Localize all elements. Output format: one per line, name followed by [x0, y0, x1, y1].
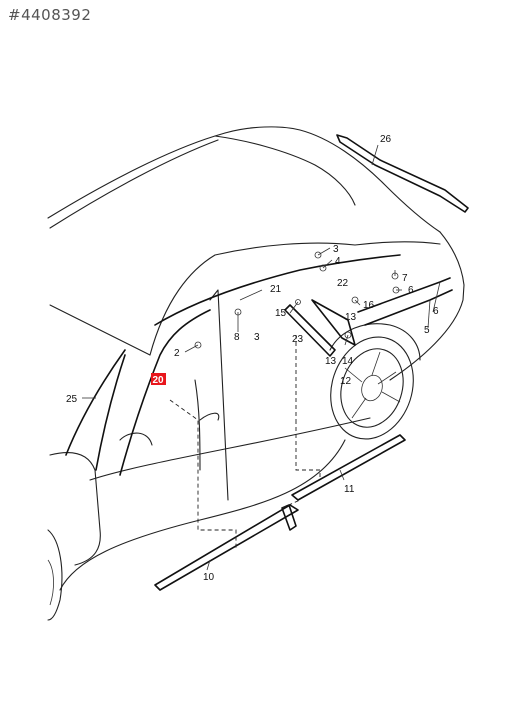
callout-14: 14: [342, 356, 354, 367]
part-23-pillar-seal: [284, 304, 336, 357]
part-16-clip: [351, 296, 359, 304]
callout-22: 22: [337, 278, 349, 289]
part-4-clip: [319, 264, 327, 272]
parts: [65, 134, 469, 591]
callout-7: 7: [402, 273, 408, 284]
part-15-screw: [295, 299, 301, 305]
callout-21: 21: [270, 284, 282, 295]
callout-13-upper: 13: [345, 312, 357, 323]
callout-2: 2: [174, 348, 180, 359]
callout-8: 8: [234, 332, 240, 343]
callout-20-highlighted: 20: [153, 375, 165, 386]
callout-6-lower: 6: [433, 306, 439, 317]
leader-lines: [82, 144, 441, 571]
callout-4: 4: [335, 256, 341, 267]
callouts: 26 3 4 22 7 6 16 6 5 21 15 13 8 3 23 13 …: [66, 134, 439, 583]
callout-5: 5: [424, 325, 430, 336]
callout-25: 25: [66, 394, 78, 405]
callout-11: 11: [344, 484, 355, 495]
reference-number: #4408392: [8, 6, 92, 24]
part-11-rocker-trim: [291, 434, 406, 501]
callout-16: 16: [363, 300, 375, 311]
callout-3: 3: [333, 244, 339, 255]
callout-12: 12: [340, 376, 352, 387]
part-26-roof-spoiler: [336, 134, 469, 213]
callout-26: 26: [380, 134, 392, 145]
callout-15: 15: [275, 308, 287, 319]
part-21-roof-trim: [154, 254, 401, 326]
callout-13-lower: 13: [325, 356, 337, 367]
part-2-clip: [194, 341, 202, 349]
highlight-box: [151, 373, 166, 385]
part-clip: [281, 504, 297, 531]
part-12-c-pillar: [311, 299, 356, 346]
part-25b-trim: [65, 349, 126, 456]
assembly-lines: [169, 335, 321, 550]
car-body: [47, 126, 465, 621]
part-3-clip: [314, 251, 322, 259]
part-10-rocker-trim: [154, 504, 299, 591]
callout-10: 10: [203, 572, 215, 583]
part-25-windshield-trim: [95, 354, 126, 471]
callout-6-upper: 6: [408, 285, 414, 296]
part-14-clip: [344, 331, 352, 339]
part-20-a-pillar-trim: [119, 309, 211, 476]
callout-23: 23: [292, 334, 304, 345]
callout-3-lower: 3: [254, 332, 260, 343]
